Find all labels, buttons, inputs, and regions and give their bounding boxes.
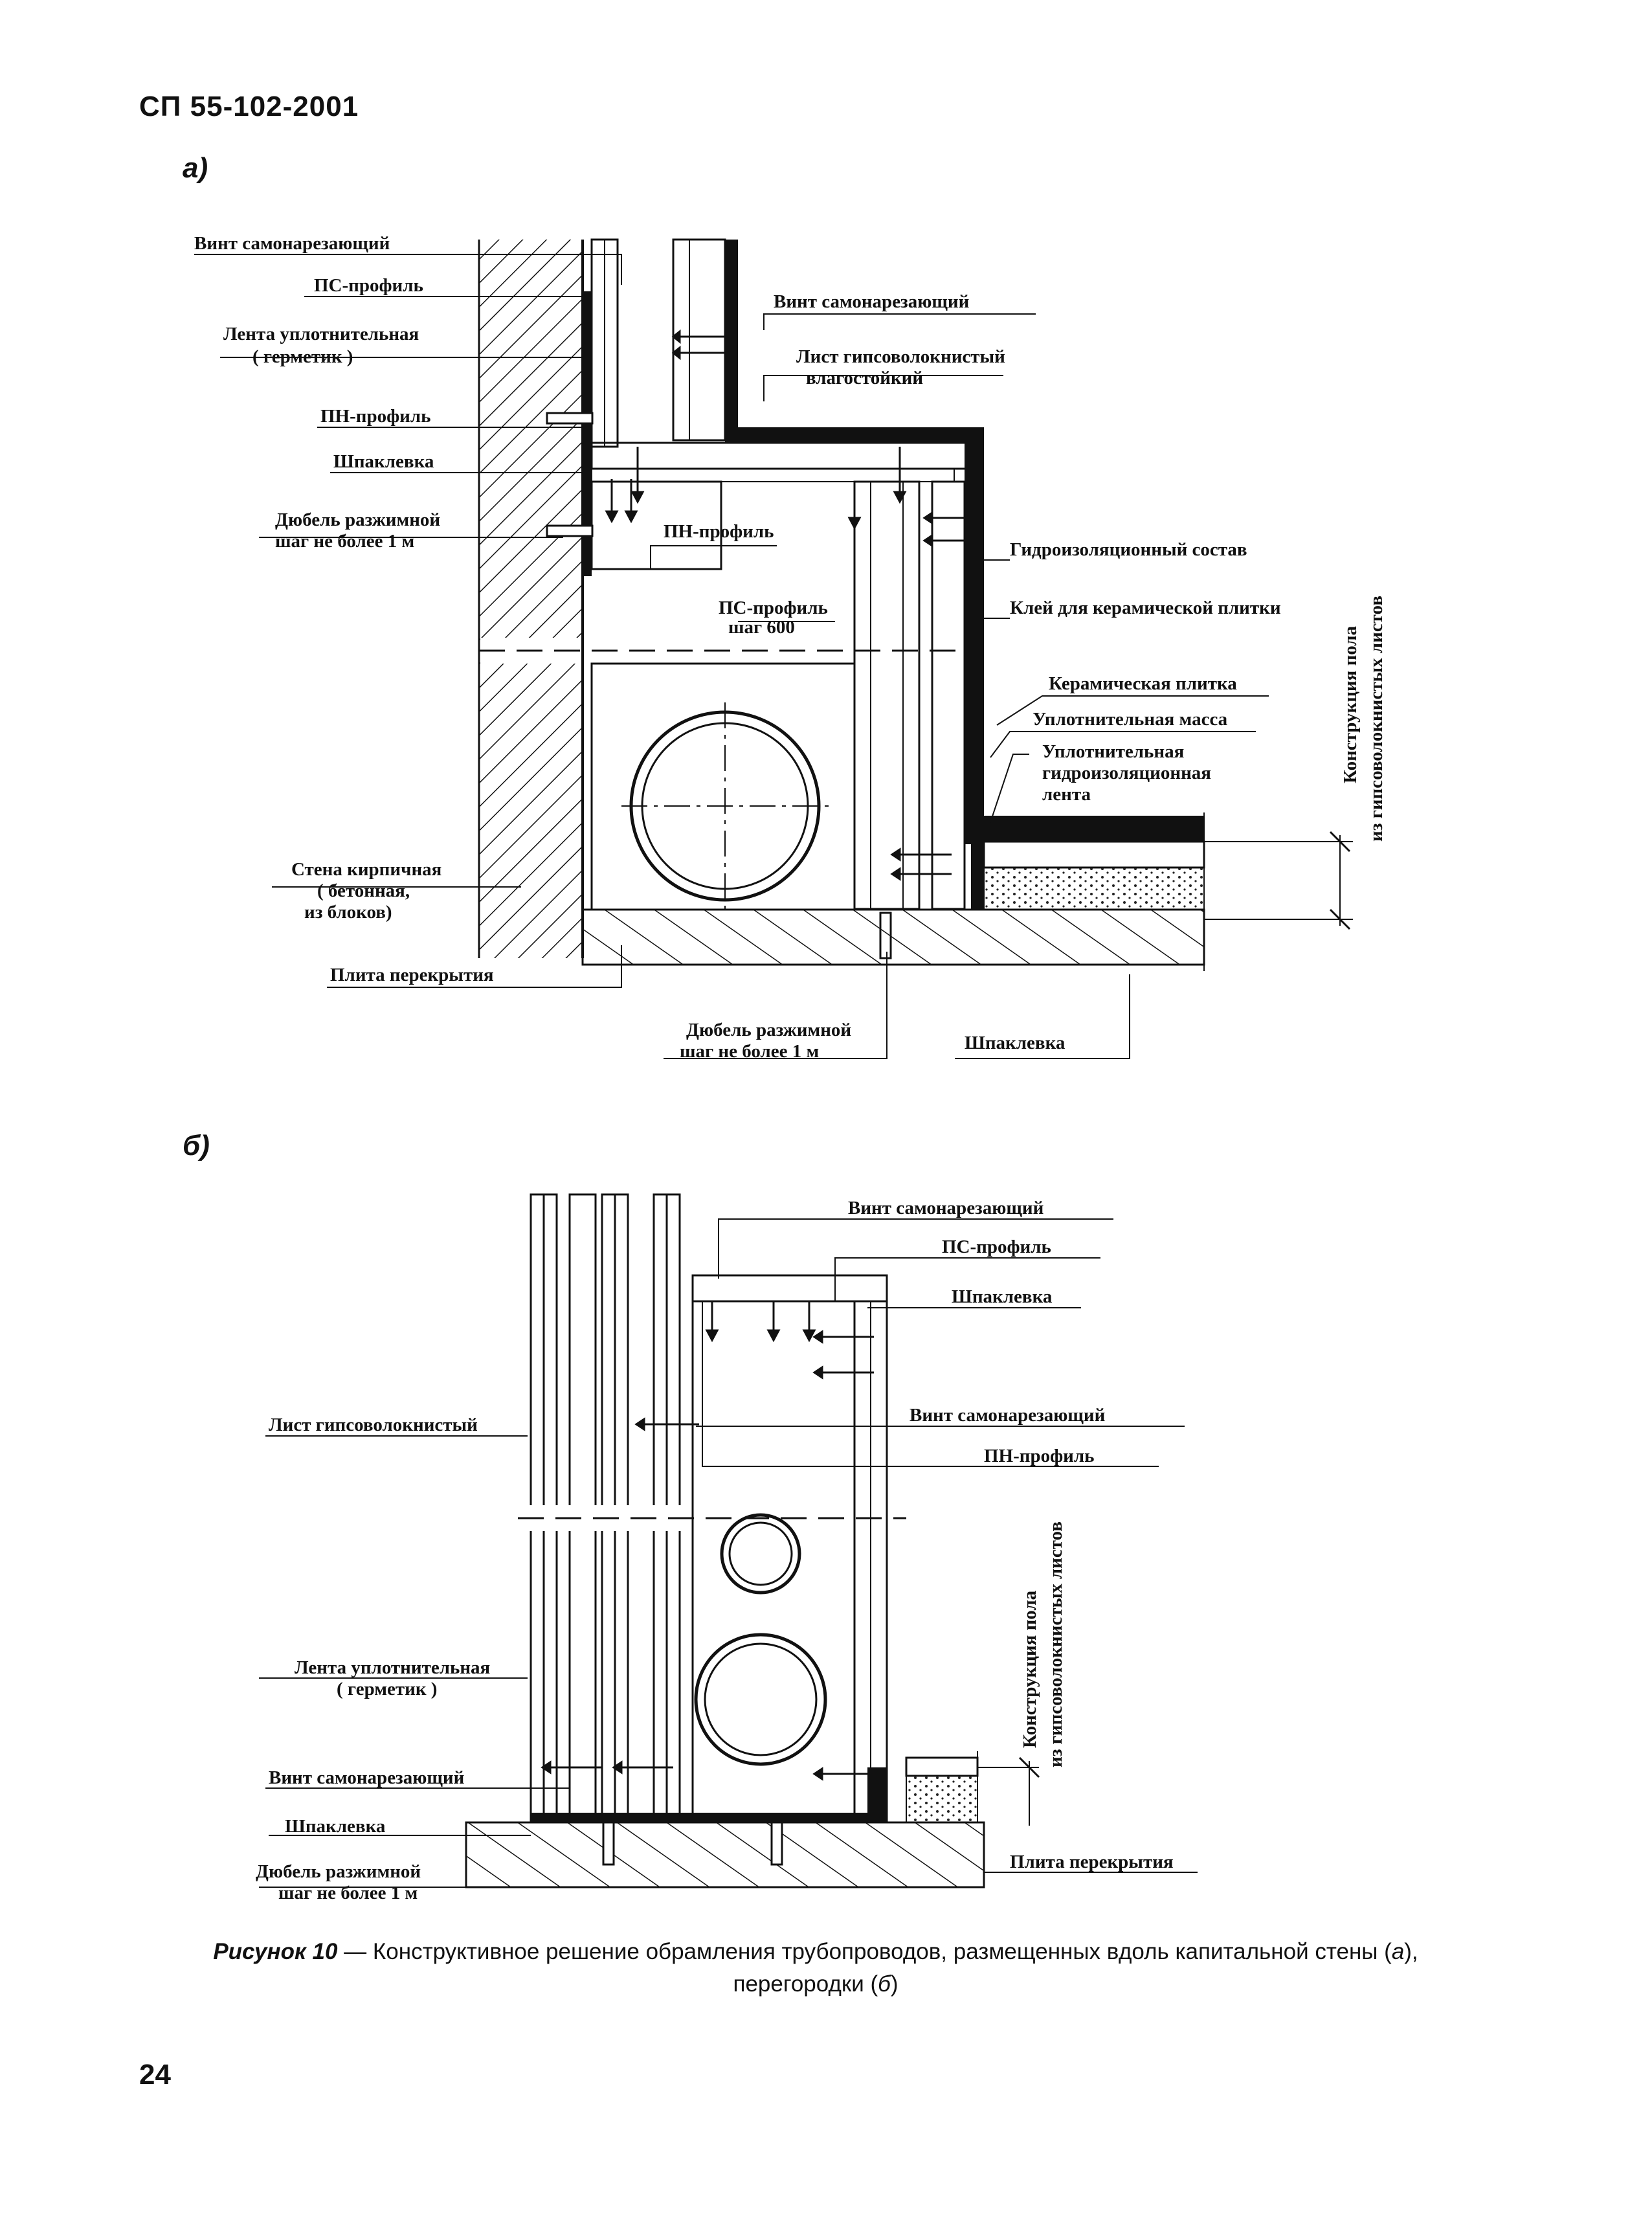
page-number: 24 — [139, 2059, 171, 2090]
screws-b — [541, 1301, 887, 1781]
label-ps-step: шаг 600 — [728, 617, 795, 638]
brick-wall — [479, 240, 583, 958]
gypsum-floor-board — [983, 840, 1205, 869]
label-putty-1: Шпаклевка — [333, 451, 434, 472]
label-b-putty-left: Шпаклевка — [285, 1816, 386, 1837]
leaders-a — [194, 254, 1269, 1059]
filler-layer — [983, 867, 1205, 910]
label-sealant: ( герметик ) — [252, 346, 353, 367]
label-b-dowel: Дюбель разжимной — [256, 1861, 421, 1882]
label-sealing-tape-3: лента — [1042, 784, 1091, 805]
label-gypsum-board: Лист гипсоволокнистый — [796, 346, 1005, 367]
sealing-compound — [971, 842, 984, 910]
sealing-strip — [583, 291, 592, 576]
figure-label: Рисунок 10 — [213, 1939, 338, 1964]
label-b-screw-left: Винт самонарезающий — [269, 1767, 464, 1788]
labels-panel-b: Лист гипсоволокнистый Лента уплотнительн… — [256, 1198, 1174, 1903]
label-dowel-step-2: шаг не более 1 м — [680, 1041, 819, 1062]
label-b-screw-right: Винт самонарезающий — [910, 1405, 1105, 1426]
label-brick-wall-2: ( бетонная, — [317, 880, 410, 901]
label-dowel-step-1: шаг не более 1 м — [275, 531, 414, 552]
pipe-chase — [590, 662, 856, 911]
ps-profile-vertical — [853, 480, 921, 910]
label-floor-construction-b: Конструкция пола — [1020, 1590, 1040, 1748]
label-pn-profile-center: ПН-профиль — [664, 521, 774, 542]
gypsum-board-upper — [672, 238, 726, 442]
caption-end: ) — [890, 1971, 899, 1997]
leaders-b — [259, 1218, 1198, 1888]
floor-slab-b — [465, 1821, 985, 1888]
caption-text: — Конструктивное решение обрамления труб… — [337, 1939, 1392, 1964]
waterproofing-upper — [725, 240, 738, 434]
floor-filler-b — [906, 1775, 978, 1823]
caption-b: б — [878, 1971, 891, 1997]
figure-caption: Рисунок 10 — Конструктивное решение обра… — [168, 1936, 1463, 2000]
label-dowel-1: Дюбель разжимной — [275, 510, 440, 530]
panel-a-label: а) — [183, 152, 208, 184]
label-putty-2: Шпаклевка — [965, 1033, 1066, 1053]
label-tile-adhesive: Клей для керамической плитки — [1010, 598, 1281, 618]
box-top-board — [590, 442, 981, 470]
dowels-b — [602, 1821, 783, 1866]
label-sealing-tape-1: Уплотнительная — [1042, 741, 1184, 762]
label-b-sealant: ( герметик ) — [337, 1679, 437, 1699]
panel-b-drawing — [465, 1193, 1040, 1888]
label-b-ps-profile: ПС-профиль — [942, 1237, 1051, 1257]
screws-a — [605, 329, 984, 881]
label-b-pn-profile: ПН-профиль — [984, 1446, 1095, 1466]
label-gypsum-moisture: влагостойкий — [806, 368, 923, 388]
pipe-medium — [694, 1633, 827, 1766]
label-floor-construction-a-2: из гипсоволокнистых листов — [1366, 596, 1387, 842]
label-floor-construction-a: Конструкция пола — [1340, 625, 1361, 783]
label-screw-right: Винт самонарезающий — [774, 291, 969, 312]
waterproofing-top — [725, 427, 984, 443]
label-pn-profile: ПН-профиль — [320, 406, 431, 427]
dowels-a — [546, 412, 892, 959]
label-b-sealing-strip: Лента уплотнительная — [295, 1657, 490, 1678]
label-b-dowel-step: шаг не более 1 м — [278, 1883, 418, 1903]
label-b-floor-slab: Плита перекрытия — [1010, 1852, 1174, 1872]
label-ps-profile-center: ПС-профиль — [719, 598, 828, 618]
label-dowel-2: Дюбель разжимной — [686, 1020, 851, 1040]
label-brick-wall: Стена кирпичная — [291, 859, 441, 880]
label-floor-construction-b-2: из гипсоволокнистых листов — [1045, 1521, 1066, 1767]
floor-slab-a — [581, 908, 1205, 966]
sealing-base-b — [531, 1813, 880, 1822]
label-brick-wall-3: из блоков) — [304, 902, 392, 923]
label-sealing-mass: Уплотнительная масса — [1032, 709, 1228, 730]
label-screw-1: Винт самонарезающий — [194, 233, 390, 254]
label-waterproofing: Гидроизоляционный состав — [1010, 539, 1247, 560]
floor-board-b — [905, 1756, 979, 1777]
label-b-gypsum-board: Лист гипсоволокнистый — [269, 1415, 478, 1435]
caption-a: а — [1391, 1939, 1405, 1964]
label-b-putty-right: Шпаклевка — [952, 1286, 1053, 1307]
label-ps-profile: ПС-профиль — [314, 275, 423, 296]
label-sealing-strip: Лента уплотнительная — [223, 324, 419, 344]
label-sealing-tape-2: гидроизоляционная — [1042, 763, 1211, 783]
label-floor-slab: Плита перекрытия — [330, 965, 494, 985]
box-side-board — [931, 480, 966, 910]
label-b-screw-top: Винт самонарезающий — [848, 1198, 1044, 1218]
labels-panel-a: Винт самонарезающий ПС-профиль Лента упл… — [194, 233, 1387, 1062]
document-code: СП 55-102-2001 — [139, 91, 359, 122]
panel-b-label: б) — [183, 1130, 210, 1161]
tile-layer-vertical — [965, 443, 984, 844]
ceramic-tile-floor — [984, 816, 1204, 842]
label-ceramic-tile: Керамическая плитка — [1049, 673, 1237, 694]
caption-mid: ), перегородки ( — [733, 1939, 1418, 1997]
panel-a-drawing — [478, 238, 1353, 971]
pipe-small — [720, 1513, 801, 1595]
